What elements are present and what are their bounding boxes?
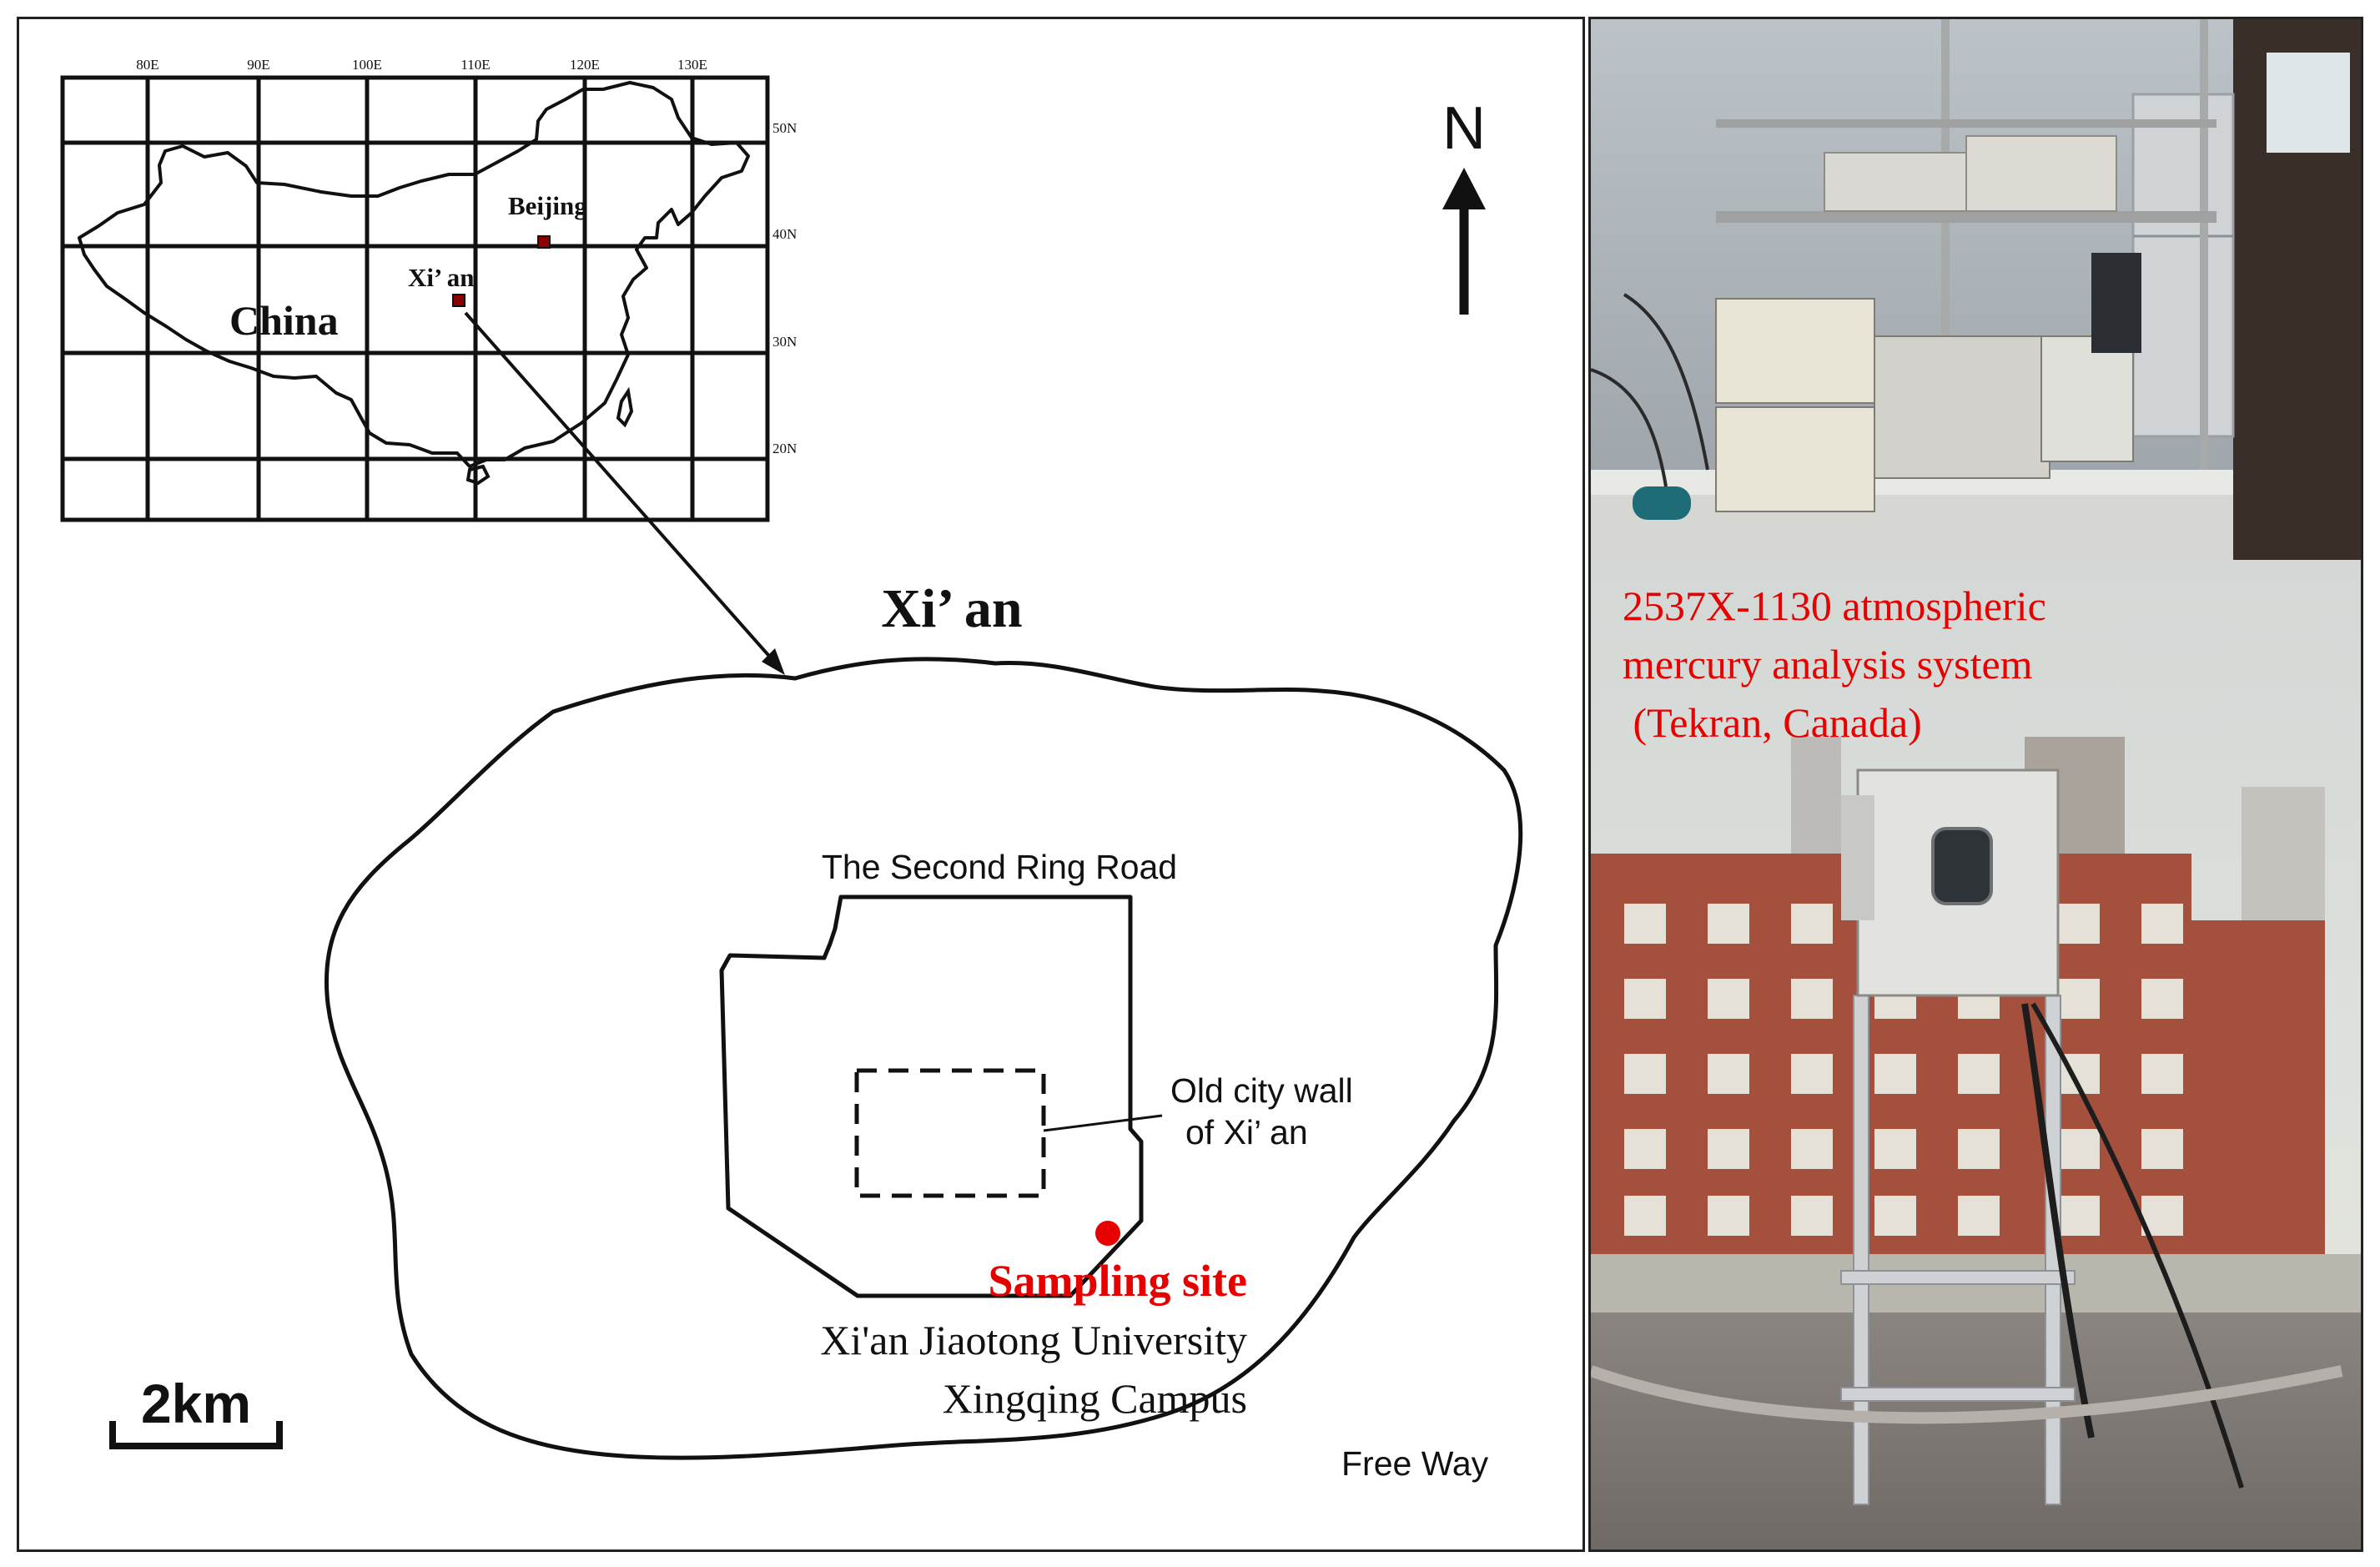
- xian-marker: [452, 294, 465, 307]
- lon-tick-130: 130E: [677, 57, 707, 73]
- lat-tick-40: 40N: [772, 226, 797, 242]
- caption-line-2: mercury analysis system: [1623, 641, 2033, 688]
- lat-tick-30: 30N: [772, 334, 797, 350]
- north-arrowhead: [1442, 168, 1486, 209]
- caption-line-1: 2537X-1130 atmospheric: [1623, 582, 2046, 629]
- map-canvas: 80E 90E 100E 110E 120E 130E 50N 40N 30N …: [60, 57, 1523, 1483]
- caption-line-3: (Tekran, Canada): [1623, 699, 1922, 746]
- freeway-label: Free Way: [1341, 1444, 1489, 1483]
- inset-grid: [63, 78, 767, 520]
- second-ring-road: [719, 894, 1144, 1298]
- photo-canvas: 2537X-1130 atmospheric mercury analysis …: [1591, 19, 2361, 1549]
- xian-inset-label: Xi’ an: [408, 263, 475, 292]
- inset-map: 80E 90E 100E 110E 120E 130E 50N 40N 30N …: [60, 57, 797, 522]
- sampling-site-title: Sampling site: [988, 1256, 1247, 1306]
- north-label: N: [1442, 95, 1486, 162]
- xian-map-title: Xi’ an: [881, 578, 1022, 639]
- building-windows: [1624, 904, 2183, 1236]
- hainan-outline: [465, 464, 491, 486]
- photo-caption: 2537X-1130 atmospheric mercury analysis …: [1623, 582, 2046, 746]
- china-outline: [78, 81, 750, 468]
- beijing-marker: [537, 235, 551, 249]
- lon-tick-90: 90E: [247, 57, 269, 73]
- lon-tick-100: 100E: [352, 57, 382, 73]
- china-label: China: [229, 297, 339, 344]
- freeway-outline: [325, 657, 1523, 1460]
- sampling-site-marker: [1095, 1221, 1120, 1246]
- sampling-site-line1: Xi'an Jiaotong University: [820, 1317, 1247, 1363]
- lon-tick-120: 120E: [570, 57, 600, 73]
- old-wall-label-1: Old city wall: [1170, 1071, 1353, 1110]
- lon-tick-110: 110E: [460, 57, 490, 73]
- taiwan-outline: [616, 386, 634, 428]
- map-panel: 80E 90E 100E 110E 120E 130E 50N 40N 30N …: [17, 17, 1585, 1552]
- scale-bar-line: [109, 1421, 283, 1449]
- old-wall-leader: [1043, 1114, 1163, 1132]
- lat-tick-50: 50N: [772, 120, 797, 136]
- sampling-site-line2: Xingqing Campus: [943, 1375, 1247, 1422]
- lat-tick-20: 20N: [772, 441, 797, 456]
- lon-tick-80: 80E: [136, 57, 158, 73]
- beijing-label: Beijing: [508, 191, 587, 220]
- north-arrow: N: [1442, 95, 1486, 315]
- rooftop-photo: [1591, 560, 2361, 1549]
- old-city-wall: [854, 1068, 1046, 1198]
- connector-arrow: [464, 311, 785, 675]
- scale-bar: 2km: [141, 1373, 251, 1434]
- ring-road-label: The Second Ring Road: [822, 848, 1177, 886]
- scale-label: 2km: [141, 1373, 251, 1434]
- lab-photo: [1591, 19, 2361, 560]
- photo-panel: 2537X-1130 atmospheric mercury analysis …: [1588, 17, 2363, 1552]
- old-wall-label-2: of Xi’ an: [1185, 1113, 1308, 1151]
